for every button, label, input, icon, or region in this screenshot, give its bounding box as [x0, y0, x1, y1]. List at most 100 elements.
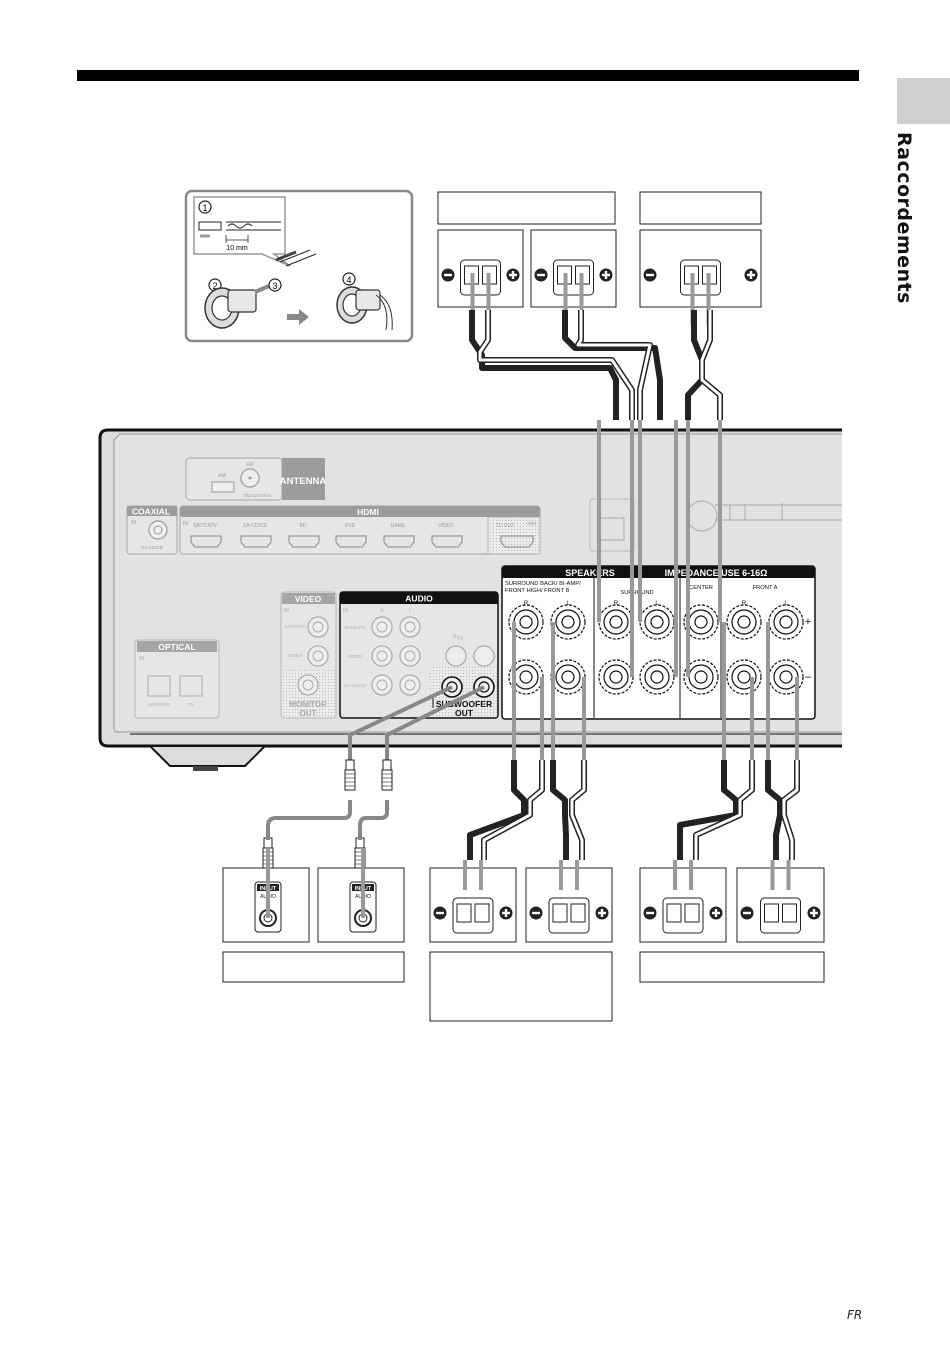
speaker-group-label: FRONT A	[752, 585, 777, 591]
coaxial-sub-label: SA-CD/CD	[141, 545, 164, 550]
minus-terminal-icon	[534, 268, 548, 282]
monitor-out-jack[interactable]	[297, 674, 319, 696]
speaker-terminal-neg[interactable]	[764, 903, 779, 923]
audio-col-l: L	[409, 608, 412, 614]
audio-in-label: IN	[343, 608, 348, 614]
monitor-out-label-2: OUT	[300, 709, 317, 718]
audio-col-r: R	[380, 608, 384, 614]
minus-terminal-icon	[529, 906, 543, 920]
center-speaker-label-box	[639, 191, 762, 225]
optical-port-2[interactable]	[179, 675, 203, 697]
speaker-terminal-neg[interactable]	[666, 903, 682, 923]
speaker-terminal-plus[interactable]	[550, 604, 586, 640]
audio-in-jack[interactable]	[399, 674, 421, 696]
audio-tv-l-jack[interactable]	[473, 645, 495, 667]
speaker-channel-label: L	[655, 601, 659, 607]
speaker-terminal-plus[interactable]	[768, 604, 804, 640]
speaker-terminal-minus[interactable]	[598, 659, 634, 695]
audio-in-jack[interactable]	[371, 645, 393, 667]
video-row-2-label: VIDEO	[288, 653, 303, 658]
speaker-channel-label: R	[614, 601, 619, 607]
antenna-fm-label: FM	[246, 462, 253, 468]
speaker-terminal-pos[interactable]	[782, 903, 797, 923]
hdmi-input-port[interactable]	[288, 535, 320, 548]
surround-back-label-box	[429, 951, 613, 1022]
hdmi-input-label: BD	[300, 523, 307, 529]
speaker-terminal-pos[interactable]	[474, 903, 490, 923]
monitor-out-label: MONITOR	[289, 700, 327, 709]
hdmi-tv-out-port[interactable]	[500, 535, 534, 548]
video-jack-sat[interactable]	[307, 616, 329, 638]
hdmi-input-port[interactable]	[335, 535, 367, 548]
speaker-terminal-minus[interactable]	[768, 659, 804, 695]
optical-port-1[interactable]	[147, 675, 171, 697]
minus-terminal-icon	[740, 906, 754, 920]
speaker-terminal-minus[interactable]	[726, 659, 762, 695]
speaker-channel-label: R	[524, 601, 529, 607]
plus-terminal-icon	[499, 906, 513, 920]
surround-left-speaker	[530, 229, 617, 308]
step-2-label: 2	[212, 281, 217, 291]
optical-port-1-label: SAT/CATV	[148, 702, 169, 707]
audio-in-jack[interactable]	[371, 616, 393, 638]
hdmi-input-port[interactable]	[240, 535, 272, 548]
coaxial-in-label: IN	[131, 520, 136, 526]
speaker-channel-label: L	[566, 601, 570, 607]
surround-back-left-speaker	[525, 867, 613, 943]
surround-back-right-speaker	[429, 867, 517, 943]
hdmi-input-port[interactable]	[190, 535, 222, 548]
speaker-terminal-plus[interactable]	[598, 604, 634, 640]
speakers-impedance-label: IMPEDANCE USE 6-16Ω	[665, 568, 768, 578]
speaker-terminal-minus[interactable]	[683, 659, 719, 695]
speaker-terminal-neg[interactable]	[552, 903, 568, 923]
speaker-terminal-neg[interactable]	[456, 903, 472, 923]
header-rule	[77, 70, 859, 81]
rca-plug-icon	[344, 759, 356, 791]
page-language-code: FR	[847, 1308, 863, 1322]
speaker-terminal-plus[interactable]	[508, 604, 544, 640]
audio-in-jack[interactable]	[399, 645, 421, 667]
surround-right-speaker	[437, 229, 524, 308]
arrow-icon	[287, 309, 309, 325]
hdmi-input-label: SAT/CATV	[193, 523, 217, 529]
coaxial-jack[interactable]	[148, 520, 168, 540]
speaker-terminal-minus[interactable]	[550, 659, 586, 695]
audio-row-label: SAT/CATV	[344, 625, 365, 630]
plus-terminal-icon	[595, 906, 609, 920]
speaker-group-label-2: FRONT HIGH/ FRONT B	[505, 588, 570, 594]
speaker-channel-label: R	[742, 601, 747, 607]
audio-in-jack[interactable]	[371, 674, 393, 696]
minus-terminal-icon	[441, 268, 455, 282]
audio-in-jack[interactable]	[399, 616, 421, 638]
hdmi-in-label: IN	[183, 521, 188, 527]
hdmi-input-label: SA-CD/CD	[243, 523, 268, 529]
antenna-title: ANTENNA	[280, 476, 327, 487]
speaker-terminal-pos[interactable]	[570, 903, 586, 923]
minus-terminal-icon	[643, 268, 657, 282]
speaker-group-label: SURROUND	[620, 590, 654, 596]
speaker-channel-label: L	[784, 601, 788, 607]
plus-terminal-icon	[807, 906, 821, 920]
speaker-terminal-minus[interactable]	[639, 659, 675, 695]
step-4-label: 4	[346, 275, 351, 285]
audio-title: AUDIO	[405, 594, 433, 604]
minus-terminal-icon	[643, 906, 657, 920]
speaker-group-label: SURROUND BACK/ BI-AMP/	[505, 581, 581, 587]
hdmi-input-port[interactable]	[383, 535, 415, 548]
center-speaker	[639, 229, 762, 308]
speaker-terminal-pos[interactable]	[684, 903, 700, 923]
audio-tv-r-jack[interactable]	[445, 645, 467, 667]
speaker-terminal-plus[interactable]	[726, 604, 762, 640]
minus-terminal-icon	[433, 906, 447, 920]
hdmi-tv-out-label: TV OUT	[496, 523, 514, 529]
am-antenna-terminal[interactable]	[211, 481, 235, 493]
speaker-terminal-plus[interactable]	[639, 604, 675, 640]
hdmi-input-port[interactable]	[431, 535, 463, 548]
subwoofer-out-label: SUBWOOFER	[436, 699, 492, 709]
fm-antenna-sub-label: 75Ω COAXIAL	[243, 493, 273, 498]
subwoofer-label-box	[222, 951, 405, 983]
video-row-1-label: SAT/CATV	[284, 624, 305, 629]
speakers-minus-label: –	[805, 671, 812, 683]
video-jack-video[interactable]	[307, 645, 329, 667]
